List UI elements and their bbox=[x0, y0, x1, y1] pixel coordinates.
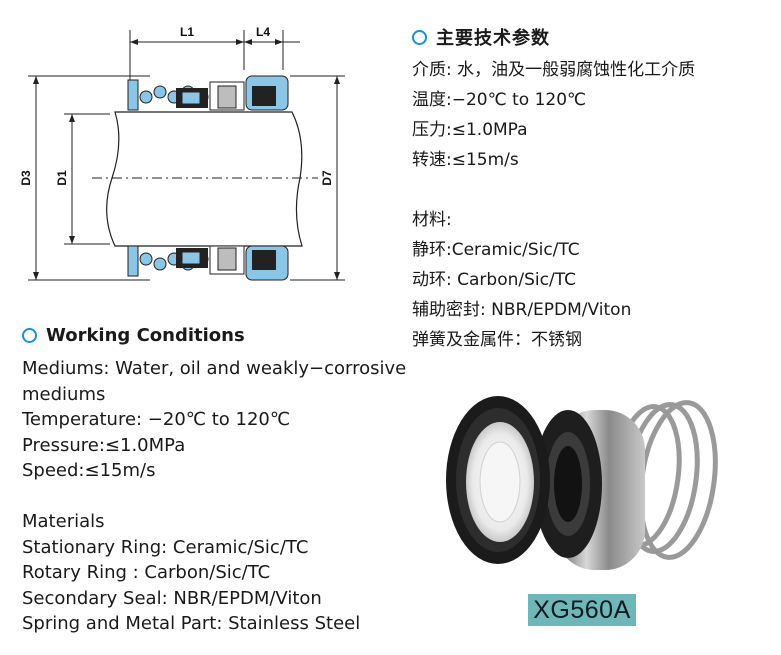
dim-label-d7: D7 bbox=[320, 170, 334, 186]
seal-bottom-half bbox=[127, 245, 289, 281]
dim-label-d3: D3 bbox=[19, 170, 33, 186]
bullet-circle-icon bbox=[412, 29, 427, 45]
cn-spec-heading: 主要技术参数 bbox=[412, 24, 550, 50]
en-spec-line: Temperature: −20℃ to 120℃ bbox=[22, 409, 291, 430]
en-spec-heading: Working Conditions bbox=[22, 325, 245, 346]
dim-label-d1: D1 bbox=[55, 170, 69, 186]
dim-label-l1: L1 bbox=[180, 25, 194, 39]
cn-spec-list: 介质: 水，油及一般弱腐蚀性化工介质 温度:−20℃ to 120℃ 压力:≤1… bbox=[412, 55, 695, 355]
cn-spec-line: 弹簧及金属件：不锈钢 bbox=[412, 330, 582, 350]
cn-spec-line: 材料: bbox=[412, 210, 452, 230]
stationary-seat bbox=[446, 396, 550, 564]
en-spec-line: Stationary Ring: Ceramic/Sic/TC bbox=[22, 536, 309, 558]
cn-spec-line: 介质: 水，油及一般弱腐蚀性化工介质 bbox=[412, 60, 696, 80]
rotary-head bbox=[534, 410, 645, 570]
dim-label-l4: L4 bbox=[256, 25, 270, 39]
cn-spec-spacer bbox=[412, 175, 695, 205]
en-spec-line: Pressure:≤1.0MPa bbox=[22, 434, 186, 456]
cn-spec-line: 转速:≤15m/s bbox=[412, 150, 519, 170]
seal-cross-section-diagram: L1 L4 D3 D1 D7 bbox=[19, 25, 345, 281]
en-spec-line: Rotary Ring : Carbon/Sic/TC bbox=[22, 562, 271, 583]
shaft bbox=[106, 111, 303, 247]
product-photo bbox=[446, 396, 718, 570]
en-spec-list: Mediums: Water, oil and weakly−corrosive… bbox=[22, 356, 406, 637]
en-spec-line: Mediums: Water, oil and weakly−corrosive bbox=[22, 358, 407, 379]
cn-spec-line: 温度:−20℃ to 120℃ bbox=[412, 90, 587, 110]
bullet-circle-icon bbox=[22, 328, 37, 343]
cn-spec-line: 动环: Carbon/Sic/TC bbox=[412, 270, 576, 290]
cn-spec-line: 辅助密封: NBR/EPDM/Viton bbox=[412, 300, 632, 320]
cn-spec-line: 静环:Ceramic/Sic/TC bbox=[412, 240, 580, 260]
en-spec-line: Materials bbox=[22, 511, 105, 532]
en-spec-line: Speed:≤15m/s bbox=[22, 460, 156, 481]
en-spec-line: mediums bbox=[22, 383, 106, 405]
en-spec-spacer bbox=[22, 484, 406, 510]
en-spec-line: Spring and Metal Part: Stainless Steel bbox=[22, 613, 361, 634]
cn-spec-line: 压力:≤1.0MPa bbox=[412, 120, 528, 140]
model-badge: XG560A bbox=[528, 594, 636, 626]
seal-top-half bbox=[127, 75, 289, 111]
en-spec-line: Secondary Seal: NBR/EPDM/Viton bbox=[22, 587, 322, 609]
